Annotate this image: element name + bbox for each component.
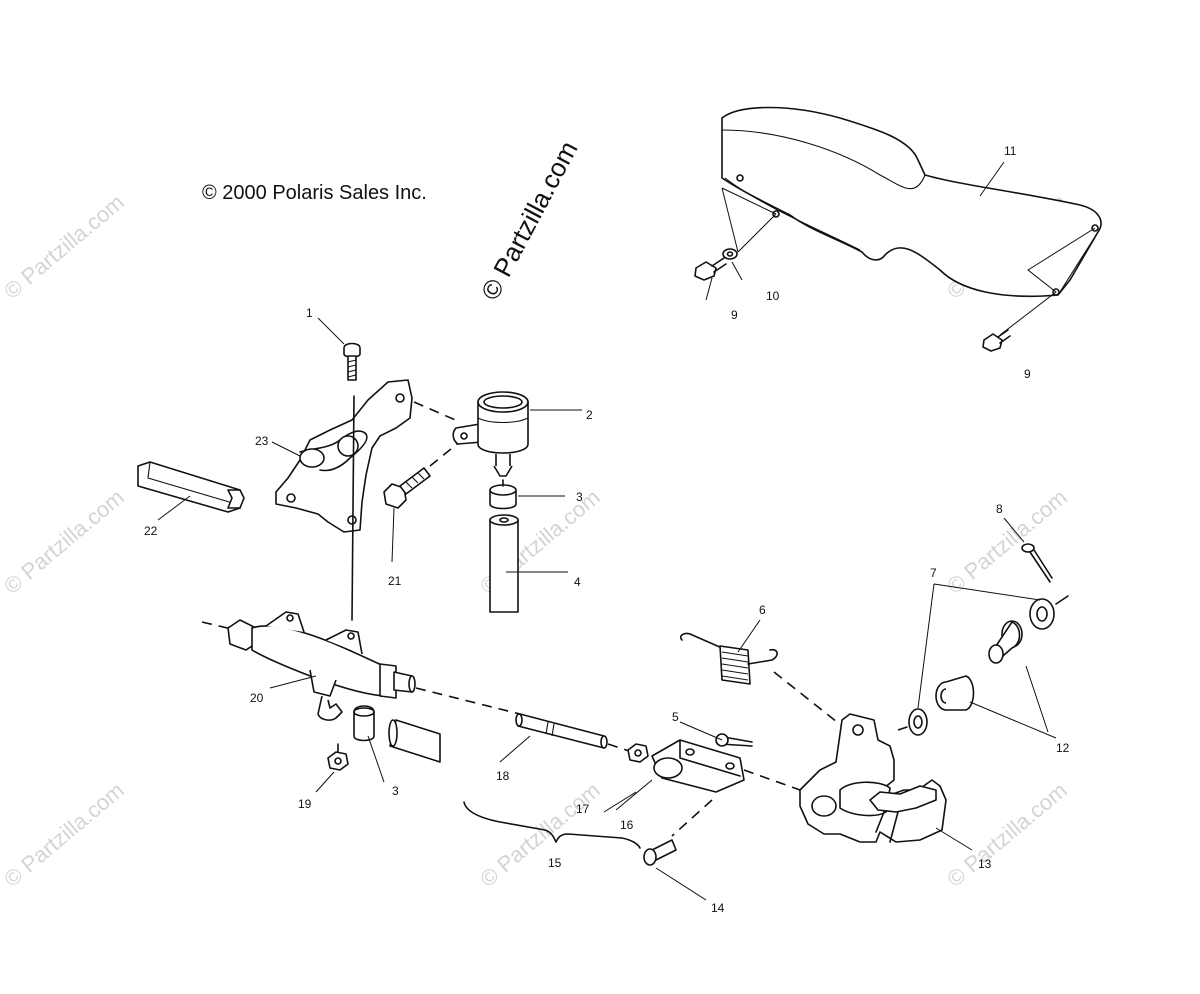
- watermarks: © Partzilla.com © Partzilla.com © Partzi…: [0, 189, 1072, 891]
- master-cylinder-part: [201, 611, 416, 721]
- callout-12: 12: [1056, 741, 1070, 755]
- callout-11: 11: [1004, 144, 1017, 158]
- callout-17: 17: [576, 802, 590, 816]
- seat-bolt-part: [982, 329, 1011, 352]
- assembly-line: [897, 725, 911, 731]
- callout-21: 21: [388, 574, 402, 588]
- watermark: © Partzilla.com: [0, 484, 129, 598]
- callout-9: 9: [731, 308, 738, 322]
- pushrod-part: [515, 713, 608, 749]
- callout-10: 10: [766, 289, 780, 303]
- jam-nut-part: [627, 743, 649, 763]
- callout-20: 20: [250, 691, 264, 705]
- assembly-line: [1055, 595, 1069, 605]
- callouts: 1 2 3 4 5 6 7 8 9 10 11 9 12 13 14 15 16…: [144, 144, 1070, 915]
- cover-part: [137, 461, 245, 513]
- callout-5: 5: [672, 710, 679, 724]
- hose-clamp-part: [353, 705, 375, 742]
- cotter-pin-part: [1021, 543, 1053, 583]
- brake-pedal-part: [799, 713, 947, 843]
- assembly-line: [773, 671, 843, 727]
- bracket-bolt-part: [343, 342, 361, 381]
- seat-bolt-part: [694, 257, 727, 281]
- seat-part: [721, 106, 1102, 336]
- spring-part: [679, 632, 778, 685]
- callout-7: 7: [930, 566, 937, 580]
- bracket-part: [275, 379, 413, 621]
- callout-19: 19: [298, 797, 312, 811]
- watermark: © Partzilla.com: [942, 777, 1072, 891]
- reservoir-part: [452, 391, 529, 477]
- nut-part: [327, 743, 349, 771]
- callout-13: 13: [978, 857, 992, 871]
- leader-lines: [157, 161, 1057, 901]
- washer-part: [1029, 598, 1055, 630]
- clevis-part: [651, 739, 745, 793]
- seat-washer-part: [722, 248, 738, 260]
- assembly-line: [429, 439, 463, 467]
- reservoir-bolt-part: [383, 467, 431, 509]
- assembly-line: [415, 687, 521, 715]
- callout-4: 4: [574, 575, 581, 589]
- callout-2: 2: [586, 408, 593, 422]
- hose-part: [388, 719, 441, 763]
- watermark: © Partzilla.com: [0, 777, 129, 891]
- callout-1: 1: [306, 306, 313, 320]
- bushing-part: [988, 620, 1023, 664]
- assembly-line: [413, 401, 461, 423]
- callout-3: 3: [576, 490, 583, 504]
- callout-3: 3: [392, 784, 399, 798]
- callout-8: 8: [996, 502, 1003, 516]
- hose-part: [489, 514, 519, 613]
- callout-22: 22: [144, 524, 158, 538]
- callout-18: 18: [496, 769, 510, 783]
- watermark: © Partzilla.com: [0, 189, 129, 303]
- clevis-pin-part: [643, 839, 677, 866]
- assembly-line: [671, 799, 713, 837]
- copyright-text: © 2000 Polaris Sales Inc.: [202, 182, 427, 204]
- hose-clamp-part: [489, 479, 517, 510]
- assembly-line: [743, 769, 801, 791]
- callout-14: 14: [711, 901, 725, 915]
- callout-6: 6: [759, 603, 766, 617]
- callout-23: 23: [255, 434, 269, 448]
- callout-16: 16: [620, 818, 634, 832]
- callout-15: 15: [548, 856, 562, 870]
- group-bracket: [463, 801, 641, 849]
- watermark: © Partzilla.com: [942, 484, 1072, 598]
- washer-part: [908, 708, 928, 736]
- bushing-part: [935, 675, 975, 711]
- partzilla-watermark: © Partzilla.com: [475, 136, 584, 305]
- callout-9: 9: [1024, 367, 1031, 381]
